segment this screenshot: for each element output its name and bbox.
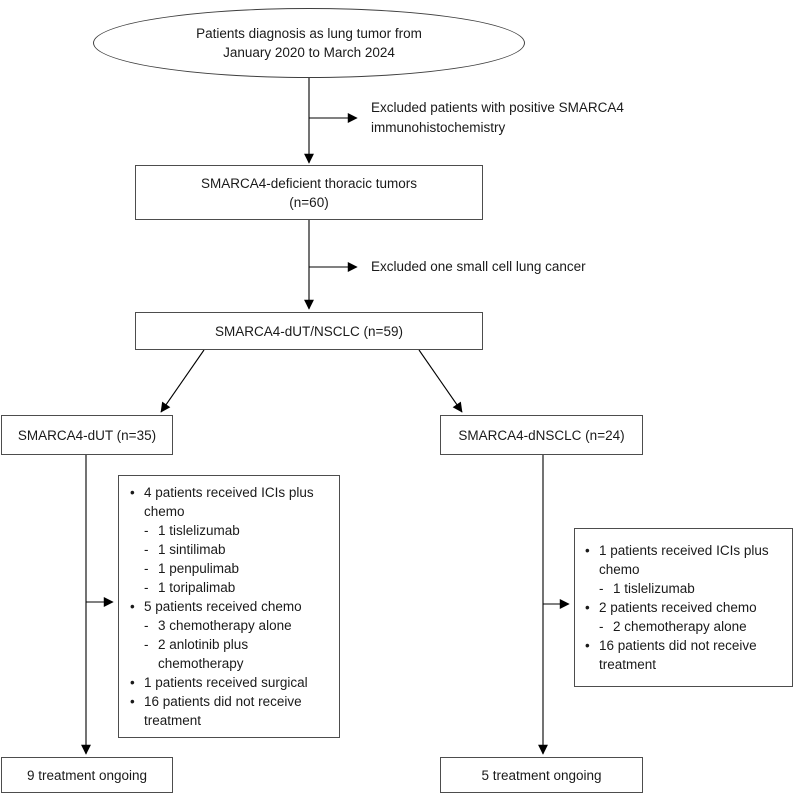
treatment-item: • 5 patients received chemo [130,597,331,616]
item-text: 1 penpulimab [158,561,240,576]
item-text: 1 patients received surgical [144,675,308,690]
exclusion-text-line2: immunohistochemistry [371,120,506,135]
treatment-subitem: -3 chemotherapy alone [130,616,331,635]
item-text: 1 toripalimab [158,580,236,595]
item-text: 16 patients did not receive treatment [144,694,302,728]
item-text: 1 tislelizumab [613,581,695,596]
treatment-item: • 16 patients did not receive treatment [130,692,331,730]
node-patients-diagnosis-ellipse: Patients diagnosis as lung tumor from Ja… [93,8,525,78]
item-text: 2 chemotherapy alone [613,619,747,634]
treatment-item: • 4 patients received ICIs plus chemo [130,483,331,521]
item-text: 2 patients received chemo [599,600,757,615]
bullet-marker: • [130,485,135,500]
node-text-line2: (n=60) [289,194,329,210]
item-text: 1 sintilimab [158,542,226,557]
dash-marker: - [144,618,149,633]
bullet-marker: • [585,638,590,653]
item-text: 3 chemotherapy alone [158,618,292,633]
node-smarca4-deficient-tumors: SMARCA4-deficient thoracic tumors (n=60) [135,165,483,220]
node-smarca4-dnsclc: SMARCA4-dNSCLC (n=24) [440,415,643,455]
treatment-subitem: -1 tislelizumab [130,521,331,540]
exclusion-note-smarca4-positive: Excluded patients with positive SMARCA4 … [371,98,624,138]
bullet-marker: • [130,694,135,709]
dash-marker: - [144,637,149,652]
treatment-item: • 1 patients received surgical [130,673,331,692]
node-text: 5 treatment ongoing [481,767,602,783]
treatment-subitem: -2 anlotinib plus chemotherapy [130,635,331,673]
exclusion-text: Excluded one small cell lung cancer [371,259,586,274]
treatment-subitem: -1 penpulimab [130,559,331,578]
treatment-subitem: -1 toripalimab [130,578,331,597]
node-dut-treatment-ongoing: 9 treatment ongoing [1,757,173,793]
dash-marker: - [144,523,149,538]
item-text: 4 patients received ICIs plus chemo [144,485,314,519]
arrow-dutnsclc-to-dnsclc [418,349,463,413]
bullet-marker: • [130,675,135,690]
node-text-line1: SMARCA4-deficient thoracic tumors [200,175,418,191]
dash-marker: - [144,561,149,576]
exclusion-note-small-cell: Excluded one small cell lung cancer [371,257,586,277]
node-text: SMARCA4-dUT/NSCLC (n=59) [215,323,403,339]
node-dnsclc-treatment-ongoing: 5 treatment ongoing [440,757,643,793]
treatment-subitem: -2 chemotherapy alone [585,617,786,636]
item-text: 1 patients received ICIs plus chemo [599,543,769,577]
node-text: SMARCA4-dUT (n=35) [17,427,157,443]
dash-marker: - [599,581,604,596]
item-text: 16 patients did not receive treatment [599,638,757,672]
treatment-item: • 1 patients received ICIs plus chemo [585,541,786,579]
dash-marker: - [144,542,149,557]
exclusion-text-line1: Excluded patients with positive SMARCA4 [371,100,624,115]
item-text: 2 anlotinib plus chemotherapy [158,637,249,671]
treatment-subitem: -1 tislelizumab [585,579,786,598]
bullet-marker: • [585,600,590,615]
node-text: SMARCA4-dNSCLC (n=24) [458,427,625,443]
bullet-marker: • [585,543,590,558]
node-text: 9 treatment ongoing [26,767,148,783]
dash-marker: - [599,619,604,634]
treatment-item: • 2 patients received chemo [585,598,786,617]
arrow-dutnsclc-to-dut [160,349,205,413]
item-text: 5 patients received chemo [144,599,302,614]
ellipse-text-line1: Patients diagnosis as lung tumor from [196,26,422,41]
dash-marker: - [144,580,149,595]
node-dut-treatment-detail: •4 patients received ICIs plus chemo -1 … [118,475,340,738]
item-text: 1 tislelizumab [158,523,240,538]
ellipse-text-line2: January 2020 to March 2024 [223,45,395,60]
node-smarca4-dut: SMARCA4-dUT (n=35) [1,415,173,455]
treatment-item: • 16 patients did not receive treatment [585,636,786,674]
treatment-subitem: -1 sintilimab [130,540,331,559]
bullet-marker: • [130,599,135,614]
node-dut-nsclc: SMARCA4-dUT/NSCLC (n=59) [135,312,483,350]
node-dnsclc-treatment-detail: •1 patients received ICIs plus chemo -1 … [574,528,793,687]
